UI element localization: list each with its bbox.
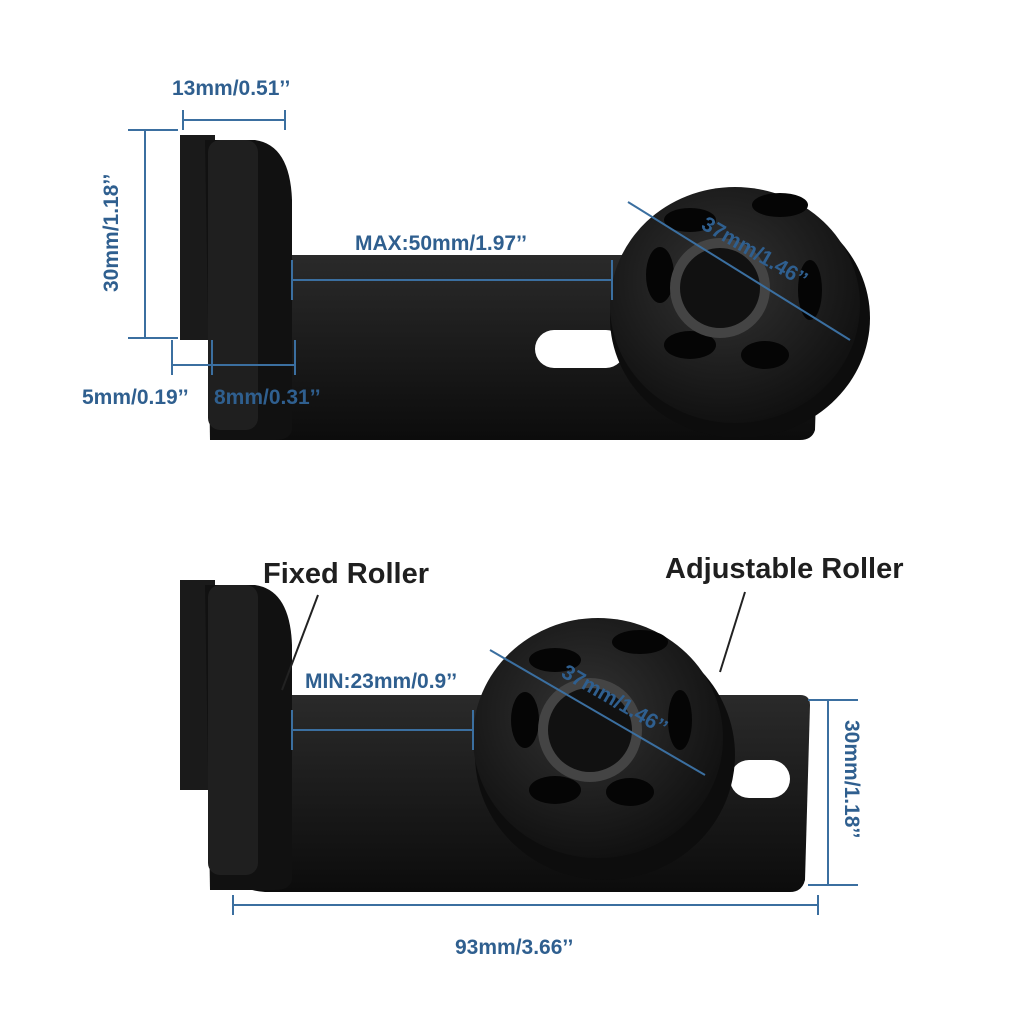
bottom-dim-height: 30mm/1.18’’: [840, 720, 863, 838]
bottom-callouts: Fixed Roller Adjustable Roller: [263, 553, 904, 691]
top-dim-small-a: 5mm/0.19’’: [82, 386, 189, 409]
bottom-guide-assembly: [180, 580, 810, 892]
bottom-dim-min-gap: MIN:23mm/0.9’’: [305, 670, 457, 693]
bottom-slot: [730, 760, 790, 798]
top-adjustable-wheel: [610, 187, 870, 438]
fixed-roller-label: Fixed Roller: [263, 558, 429, 590]
top-slot: [535, 330, 625, 368]
top-dim-max-gap: MAX:50mm/1.97’’: [355, 232, 527, 255]
top-guide-assembly: [180, 135, 870, 440]
bottom-dim-length: 93mm/3.66’’: [455, 936, 573, 959]
top-dim-height: 30mm/1.18’’: [100, 174, 123, 292]
bottom-adjustable-wheel: [473, 618, 735, 880]
adjustable-roller-label: Adjustable Roller: [665, 553, 904, 585]
top-dim-width: 13mm/0.51’’: [172, 77, 290, 100]
top-dim-small-b: 8mm/0.31’’: [214, 386, 321, 409]
